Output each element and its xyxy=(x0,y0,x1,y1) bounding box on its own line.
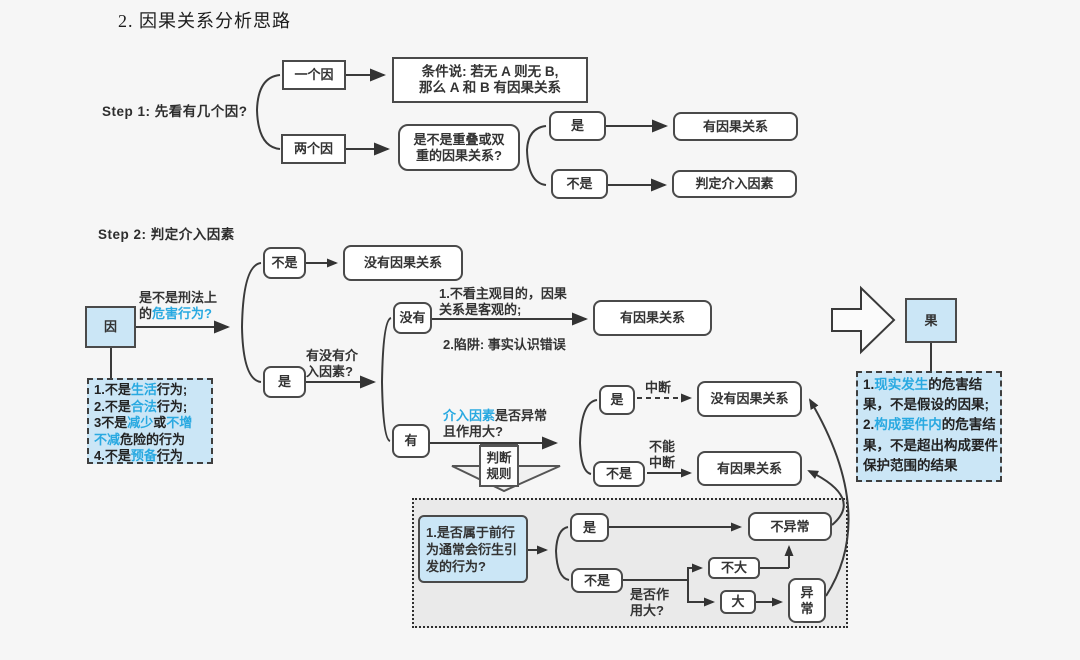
node-step1-yes: 是 xyxy=(549,111,606,141)
node-overlap-question: 是不是重叠或双 重的因果关系? xyxy=(398,124,520,171)
node-has-causation-mid: 有因果关系 xyxy=(593,300,712,336)
node-judge-intervening: 判定介入因素 xyxy=(672,170,797,198)
big-right-arrow xyxy=(831,285,896,355)
page-title: 2. 因果关系分析思路 xyxy=(118,11,291,31)
node-have: 有 xyxy=(392,424,430,458)
node-step2-yes: 是 xyxy=(263,366,306,398)
node-int-no: 不是 xyxy=(593,461,645,487)
label-intervening-question: 有没有介 入因素? xyxy=(306,348,359,379)
node-cause: 因 xyxy=(85,306,136,348)
label-trap-note: 2.陷阱: 事实认识错误 xyxy=(443,337,566,352)
node-has-causation-int: 有因果关系 xyxy=(697,451,802,486)
label-objective-note: 1.不看主观目的，因果 关系是客观的; xyxy=(439,286,567,317)
node-none: 没有 xyxy=(393,302,432,334)
node-one-cause: 一个因 xyxy=(282,60,346,90)
label-interrupt: 中断 xyxy=(645,380,672,395)
node-int-yes: 是 xyxy=(599,385,635,415)
node-step2-no: 不是 xyxy=(263,247,306,279)
node-derive-question: 1.是否属于前行 为通常会衍生引 发的行为? xyxy=(418,515,528,583)
effect-note: 1.现实发生的危害结 果，不是假设的因果; 2.构成要件内的危害结 果，不是超出… xyxy=(856,371,1002,482)
cause-note: 1.不是生活行为; 2.不是合法行为; 3不是减少或不增 不减危险的行为 4.不… xyxy=(87,378,213,464)
label-effect-size-question: 是否作 用大? xyxy=(630,587,670,618)
label-criminal-act-question: 是不是刑法上 的危害行为? xyxy=(139,290,218,321)
step2-label: Step 2: 判定介入因素 xyxy=(98,227,235,242)
node-abnormal: 异 常 xyxy=(788,578,826,623)
label-abnormal-question: 介入因素是否异常 且作用大? xyxy=(443,408,548,439)
label-cannot-interrupt: 不能 中断 xyxy=(649,439,676,470)
node-effect: 果 xyxy=(905,298,957,343)
node-not-abnormal: 不异常 xyxy=(748,512,832,541)
node-panel-yes: 是 xyxy=(570,513,609,542)
node-no-causation-top: 没有因果关系 xyxy=(343,245,463,281)
node-condition-theory: 条件说: 若无 A 则无 B, 那么 A 和 B 有因果关系 xyxy=(392,57,588,103)
node-step1-has-causation: 有因果关系 xyxy=(673,112,798,141)
label-judge-rules: 判断 规则 xyxy=(479,445,519,487)
step1-label: Step 1: 先看有几个因? xyxy=(102,104,248,119)
node-step1-no: 不是 xyxy=(551,169,608,199)
node-no-causation-int: 没有因果关系 xyxy=(697,381,802,417)
node-big: 大 xyxy=(720,590,756,614)
node-not-big: 不大 xyxy=(708,557,760,579)
node-panel-no: 不是 xyxy=(571,568,623,593)
node-two-causes: 两个因 xyxy=(281,134,346,164)
